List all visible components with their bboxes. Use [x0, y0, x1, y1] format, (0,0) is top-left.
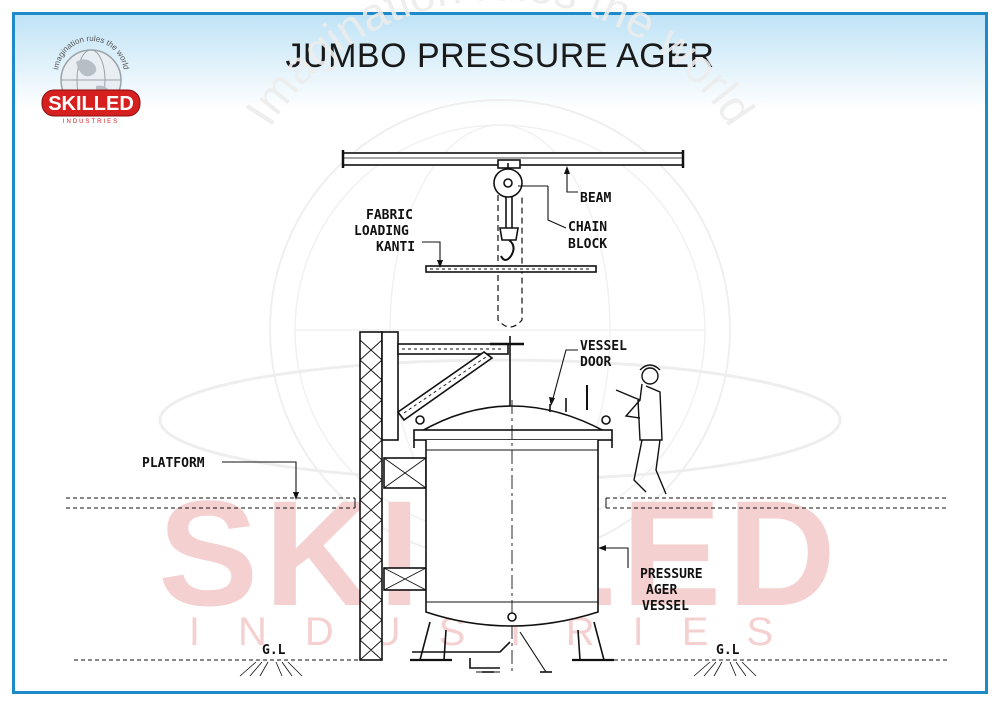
page-title: JUMBO PRESSURE AGER	[285, 37, 715, 75]
technical-drawing	[66, 150, 948, 677]
label-ground-right: G.L	[716, 643, 740, 658]
diagram-labels: BEAM CHAIN BLOCK FABRIC LOADING KANTI VE…	[142, 191, 740, 658]
label-fabric-line3: KANTI	[376, 240, 415, 255]
label-vessel-line1: PRESSURE	[640, 567, 703, 582]
header-band	[15, 15, 985, 110]
logo-sub: INDUSTRIES	[63, 119, 119, 125]
label-ground-left: G.L	[262, 643, 286, 658]
overhead-beam	[341, 150, 685, 169]
leader-lines	[222, 170, 629, 673]
label-chain-block-line2: BLOCK	[568, 237, 607, 252]
chain-block	[493, 163, 523, 328]
support-column	[359, 331, 427, 661]
operator-figure	[615, 364, 667, 495]
label-fabric-line1: FABRIC	[366, 208, 413, 223]
watermark-arc-text: Imagination rules the world	[235, 0, 765, 134]
ground-hatch-left	[239, 661, 303, 677]
label-beam: BEAM	[580, 191, 611, 206]
company-logo: imagination rules the world SKILLED INDU…	[41, 34, 141, 125]
label-vessel-line2: AGER	[646, 583, 677, 598]
ground-hatch-right	[693, 661, 757, 677]
fabric-loading-kanti	[425, 265, 597, 273]
platform	[66, 497, 948, 509]
logo-brand: SKILLED	[48, 93, 134, 115]
label-chain-block-line1: CHAIN	[568, 220, 607, 235]
jib-crane	[396, 336, 524, 422]
label-platform: PLATFORM	[142, 456, 205, 471]
leader-arrowheads	[293, 166, 606, 551]
label-vessel-door-line1: VESSEL	[580, 339, 627, 354]
label-vessel-door-line2: DOOR	[580, 355, 611, 370]
label-fabric-line2: LOADING	[354, 224, 409, 239]
label-vessel-line3: VESSEL	[642, 599, 689, 614]
